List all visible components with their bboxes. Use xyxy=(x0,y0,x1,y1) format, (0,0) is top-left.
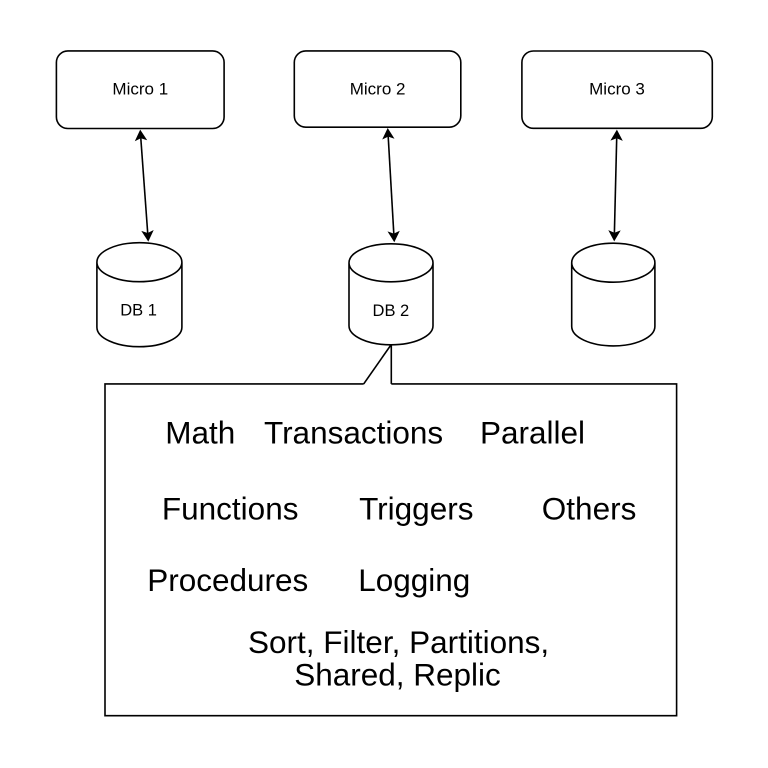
svg-text:Parallel: Parallel xyxy=(480,415,585,451)
svg-text:Procedures: Procedures xyxy=(147,562,308,598)
svg-text:Triggers: Triggers xyxy=(359,490,473,526)
svg-text:Math: Math xyxy=(165,415,235,451)
svg-text:Logging: Logging xyxy=(358,562,470,598)
svg-text:Micro 1: Micro 1 xyxy=(112,80,168,99)
svg-text:Sort, Filter, Partitions,: Sort, Filter, Partitions, xyxy=(248,624,549,660)
svg-text:Functions: Functions xyxy=(162,490,299,526)
svg-text:Micro 2: Micro 2 xyxy=(350,80,406,99)
svg-text:Micro 3: Micro 3 xyxy=(589,80,645,99)
svg-text:DB 1: DB 1 xyxy=(120,302,157,320)
svg-text:DB 2: DB 2 xyxy=(373,302,410,320)
svg-text:Transactions: Transactions xyxy=(264,415,443,451)
svg-text:Shared, Replic: Shared, Replic xyxy=(294,657,501,693)
svg-text:Others: Others xyxy=(542,490,637,526)
